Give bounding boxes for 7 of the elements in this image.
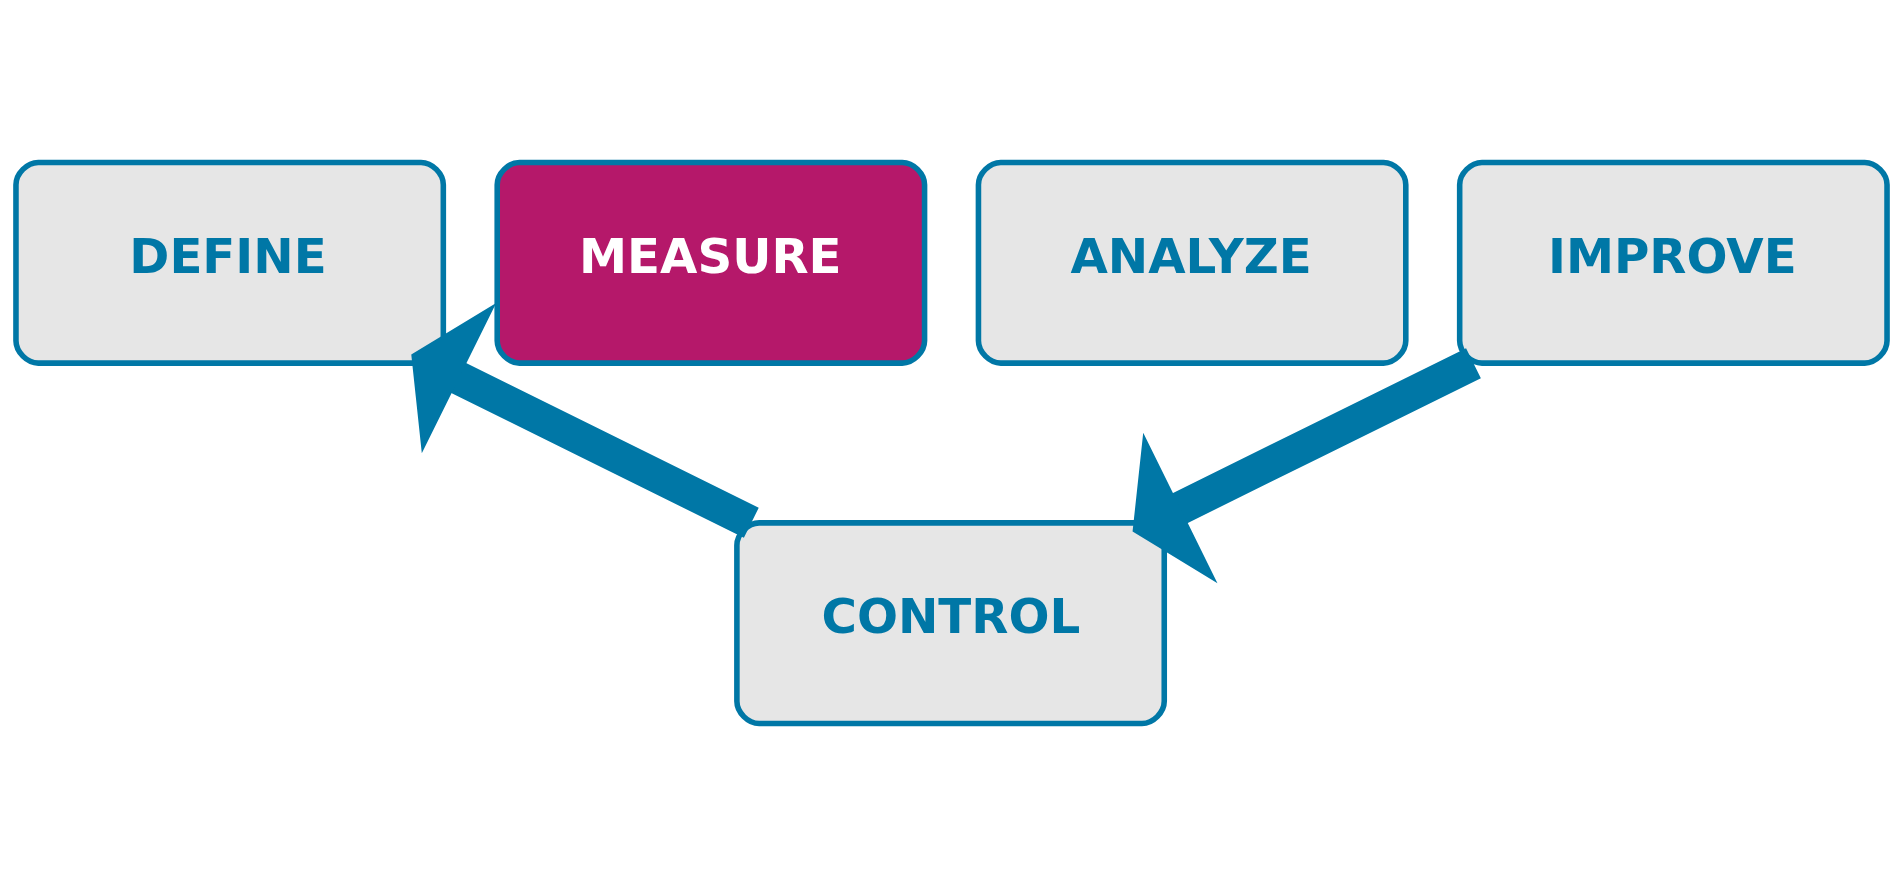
arrow bbox=[411, 302, 759, 538]
node-box: DEFINE bbox=[13, 159, 447, 366]
node-box: IMPROVE bbox=[1456, 159, 1890, 366]
node-box: MEASURE bbox=[494, 159, 928, 366]
node-box: CONTROL bbox=[734, 519, 1168, 726]
arrow bbox=[1132, 347, 1481, 583]
node-box: ANALYZE bbox=[975, 159, 1409, 366]
